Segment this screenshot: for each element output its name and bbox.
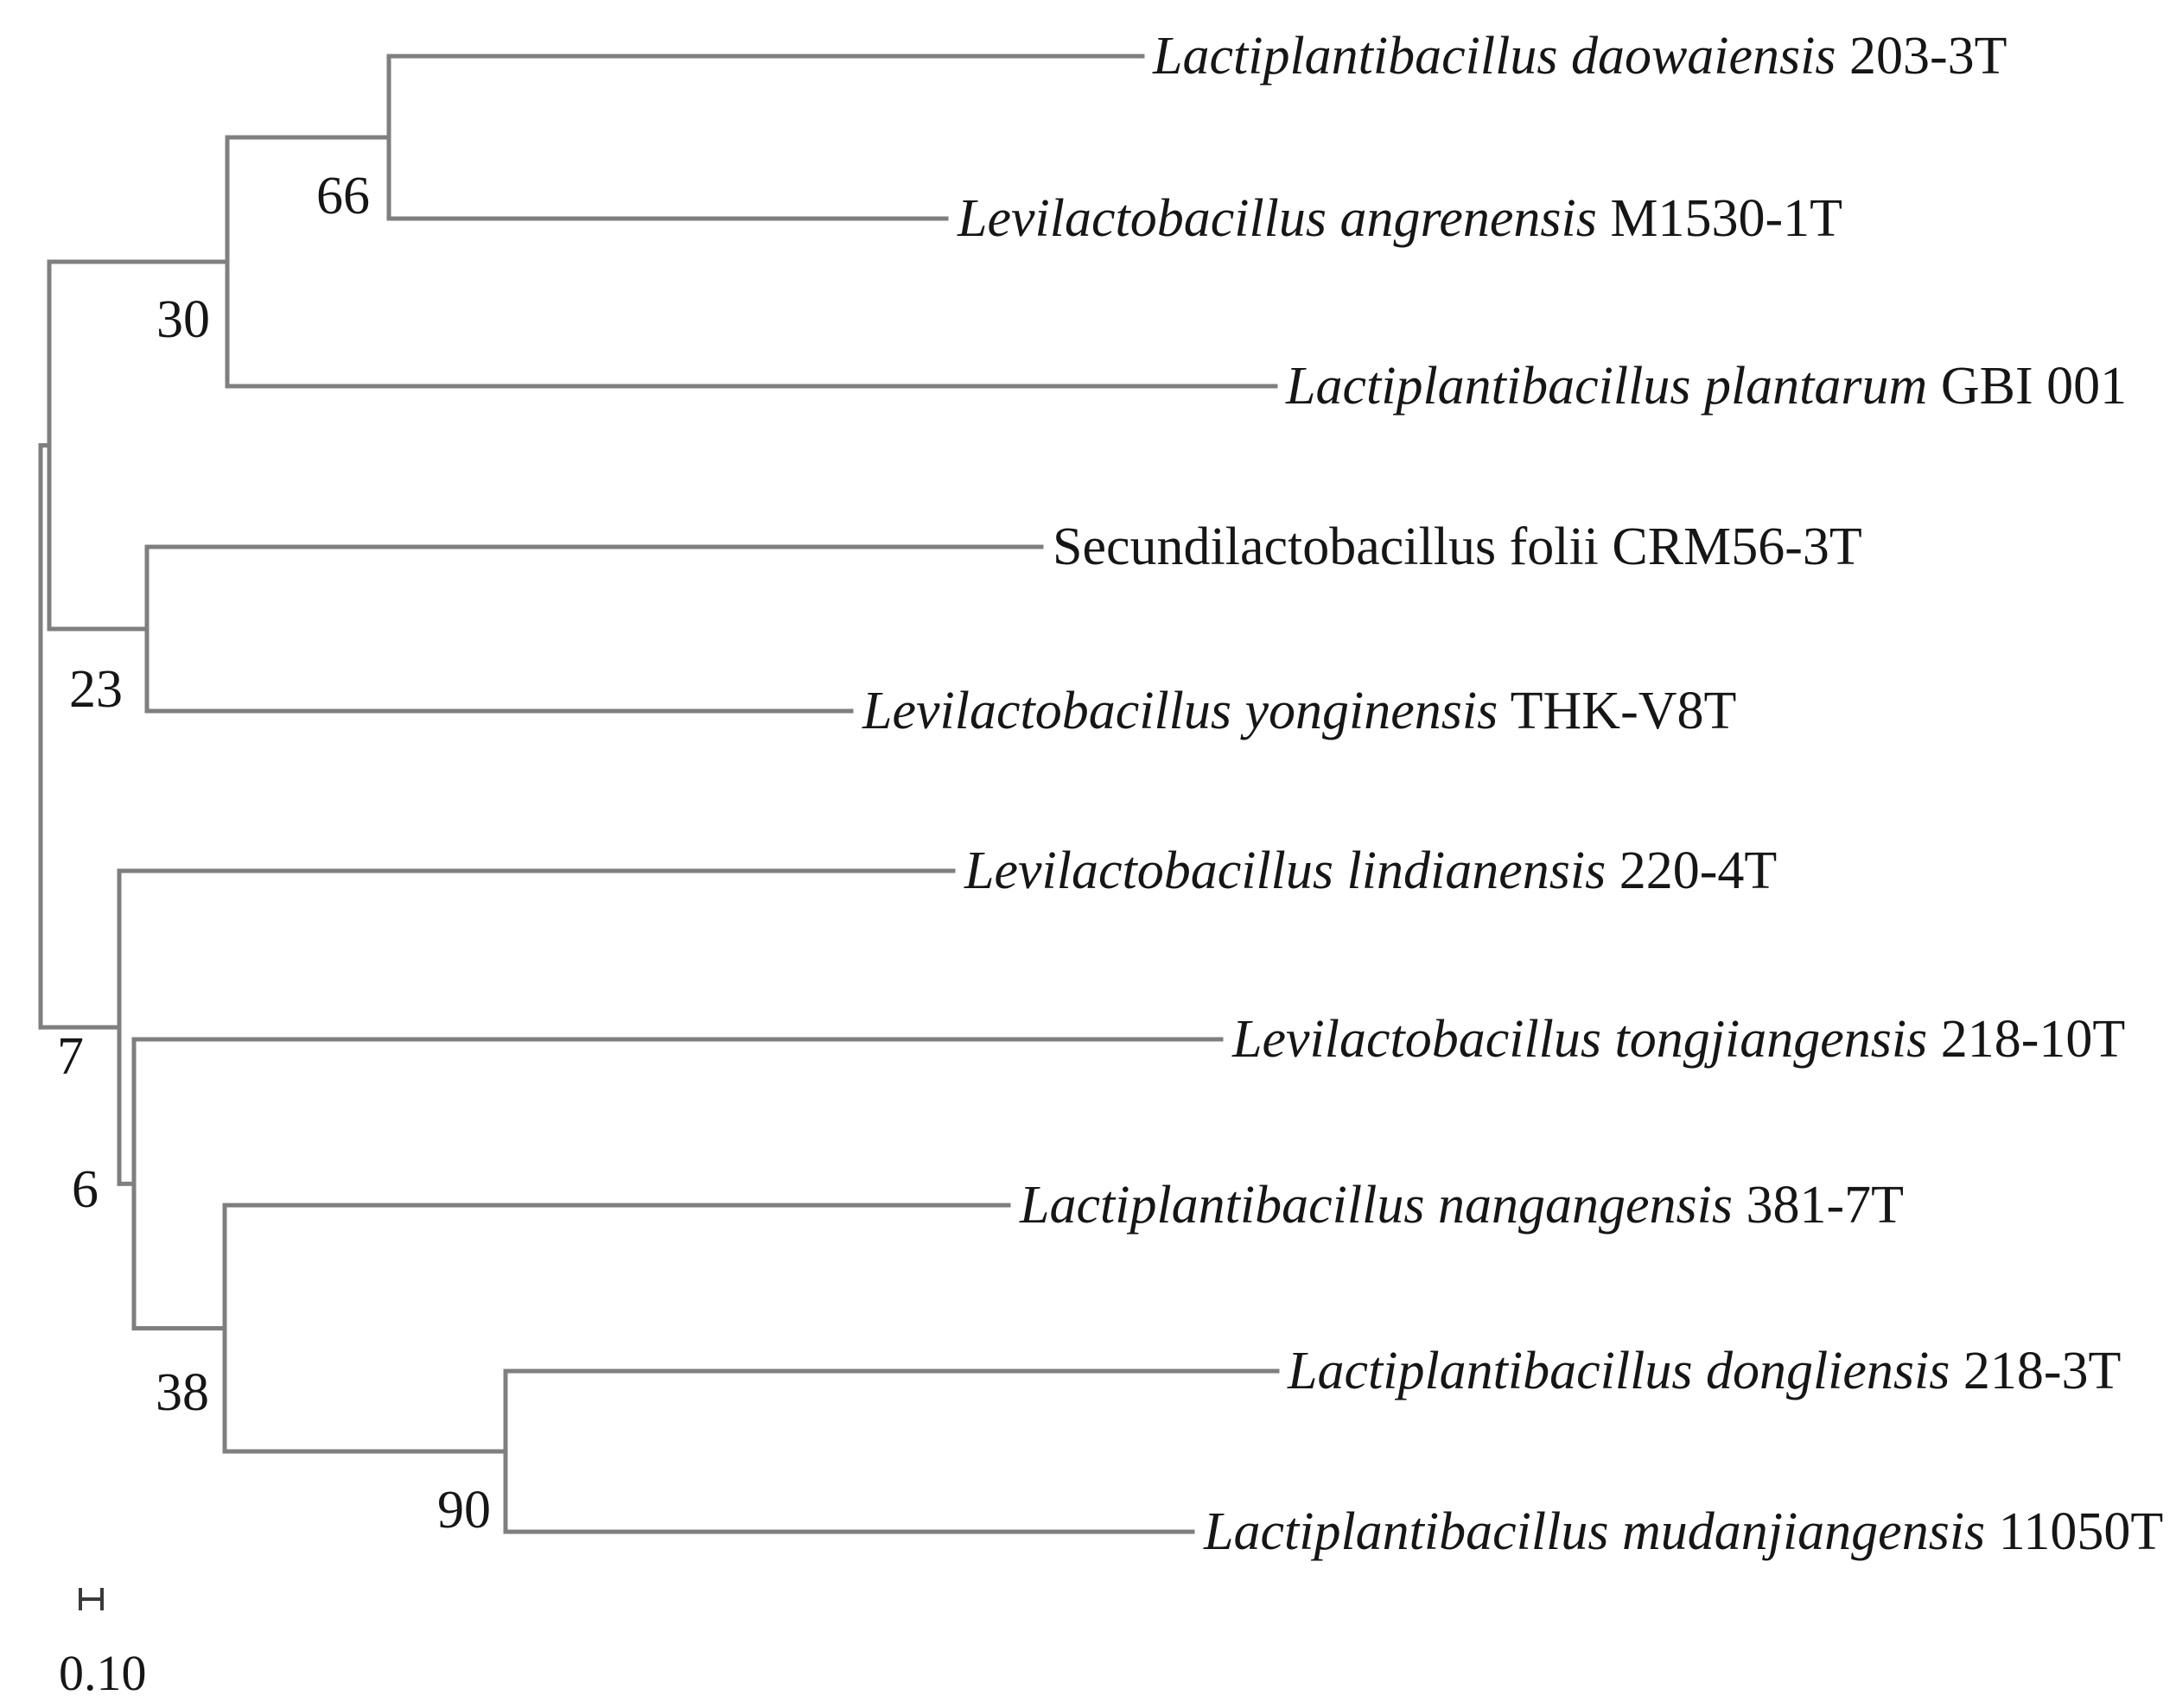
taxon-label: Lactiplantibacillus dongliensis 218-3T bbox=[1287, 1342, 2121, 1400]
taxon-label: Secundilactobacillus folii CRM56-3T bbox=[1053, 517, 1862, 576]
taxon-species: Lactiplantibacillus plantarum bbox=[1285, 357, 1927, 416]
taxon-species: Lactiplantibacillus daowaiensis bbox=[1152, 27, 1836, 86]
taxon-label: Lactiplantibacillus plantarum GBI 001 bbox=[1285, 357, 2127, 416]
taxon-species: Lactiplantibacillus dongliensis bbox=[1287, 1342, 1950, 1400]
bootstrap-value: 23 bbox=[69, 660, 123, 719]
taxon-label: Lactiplantibacillus mudanjiangensis 1105… bbox=[1203, 1502, 2163, 1561]
taxon-label: Lactiplantibacillus daowaiensis 203-3T bbox=[1152, 27, 2007, 86]
taxon-label: Levilactobacillus lindianensis 220-4T bbox=[964, 841, 1777, 900]
taxon-label: Levilactobacillus yonginensis THK-V8T bbox=[862, 682, 1736, 740]
taxon-strain: 218-3T bbox=[1950, 1342, 2121, 1400]
taxon-species: Levilactobacillus yonginensis bbox=[862, 682, 1498, 740]
taxon-species: Levilactobacillus lindianensis bbox=[964, 841, 1606, 900]
taxon-species: Levilactobacillus angrenensis bbox=[957, 189, 1597, 248]
taxon-species: Secundilactobacillus folii bbox=[1053, 517, 1599, 576]
taxon-strain: 11050T bbox=[1985, 1502, 2163, 1561]
taxon-label: Levilactobacillus tongjiangensis 218-10T bbox=[1231, 1010, 2125, 1069]
bootstrap-value: 66 bbox=[316, 167, 370, 225]
scale-label: 0.10 bbox=[59, 1645, 147, 1701]
taxon-label: Levilactobacillus angrenensis M1530-1T bbox=[957, 189, 1842, 248]
bootstrap-value: 90 bbox=[437, 1481, 491, 1540]
bootstrap-value: 6 bbox=[72, 1160, 99, 1219]
taxon-label: Lactiplantibacillus nangangensis 381-7T bbox=[1019, 1176, 1904, 1235]
taxon-species: Lactiplantibacillus nangangensis bbox=[1019, 1176, 1733, 1235]
bootstrap-value: 30 bbox=[156, 290, 210, 349]
taxon-species: Lactiplantibacillus mudanjiangensis bbox=[1203, 1502, 1985, 1561]
taxon-strain: 203-3T bbox=[1836, 27, 2007, 86]
taxon-strain: 381-7T bbox=[1733, 1176, 1904, 1235]
taxon-strain: THK-V8T bbox=[1498, 682, 1736, 740]
taxon-strain: 218-10T bbox=[1927, 1010, 2125, 1069]
bootstrap-value: 38 bbox=[156, 1363, 209, 1422]
taxon-species: Levilactobacillus tongjiangensis bbox=[1231, 1010, 1927, 1069]
taxon-strain: M1530-1T bbox=[1597, 189, 1842, 248]
taxon-strain: 220-4T bbox=[1606, 841, 1777, 900]
taxon-strain: CRM56-3T bbox=[1599, 517, 1862, 576]
bootstrap-value: 7 bbox=[57, 1027, 84, 1086]
taxon-strain: GBI 001 bbox=[1927, 357, 2127, 416]
